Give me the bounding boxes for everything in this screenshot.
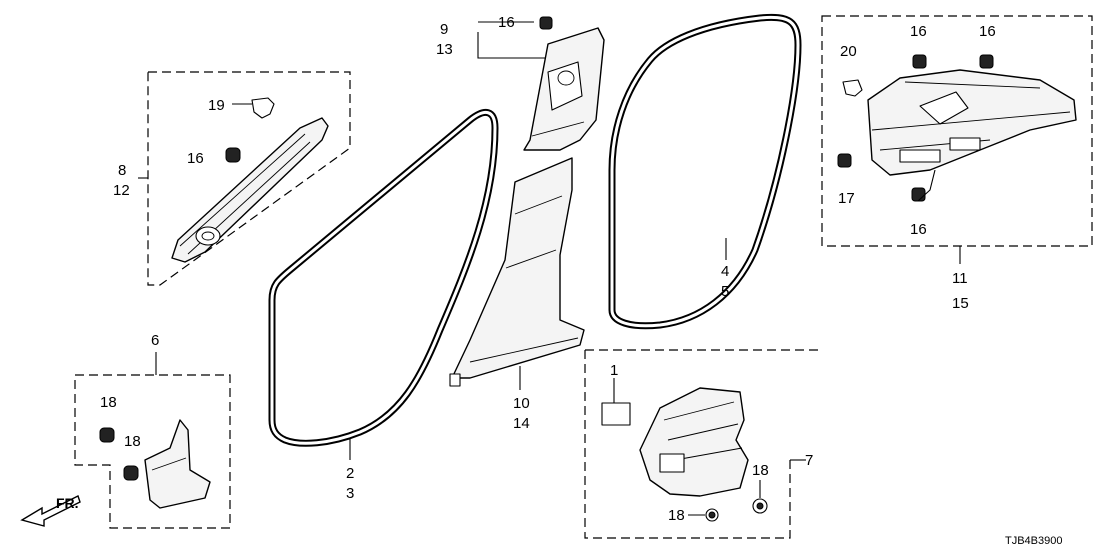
callout-4: 4 — [721, 263, 729, 280]
group-box-6 — [74, 352, 231, 529]
callout-14: 14 — [513, 415, 530, 432]
diagram-code: TJB4B3900 — [1005, 535, 1062, 547]
callout-10: 10 — [513, 395, 530, 412]
front-direction-arrow-icon — [20, 495, 81, 527]
callout-18-kick-top: 18 — [100, 394, 117, 411]
b-pillar-upper — [477, 16, 605, 151]
a-pillar-garnish — [171, 117, 329, 263]
front-kick-panel — [99, 419, 211, 509]
front-direction-label: FR. — [56, 495, 79, 511]
callout-11: 11 — [952, 270, 968, 287]
group-box-11-15 — [821, 15, 1093, 264]
b-pillar-lower — [449, 157, 585, 390]
callout-16-rear-left: 16 — [910, 23, 927, 40]
front-door-seal — [268, 109, 499, 460]
rear-sill-garnish — [601, 378, 768, 522]
group-box-8-12 — [138, 71, 351, 286]
callout-6: 6 — [151, 332, 159, 349]
clip-20 — [842, 79, 863, 97]
callout-18-sill-bottom: 18 — [668, 507, 685, 524]
clip-16-pillar — [225, 147, 241, 163]
callout-17: 17 — [838, 190, 855, 207]
clips-16-rear — [911, 54, 994, 202]
group-box-7 — [584, 349, 820, 539]
callout-7: 7 — [805, 452, 813, 469]
callout-8: 8 — [118, 162, 126, 179]
callout-16-pillar: 16 — [187, 150, 204, 167]
callout-16-rear-bottom: 16 — [910, 221, 927, 238]
callout-2: 2 — [346, 465, 354, 482]
callout-18-sill-right: 18 — [752, 462, 769, 479]
callout-16-top: 16 — [498, 14, 515, 31]
rear-pillar-garnish — [867, 69, 1077, 176]
callout-13: 13 — [436, 41, 453, 58]
callout-15: 15 — [952, 295, 969, 312]
callout-9: 9 — [440, 21, 448, 38]
callout-16-rear-right: 16 — [979, 23, 996, 40]
callout-18-kick-mid: 18 — [124, 433, 141, 450]
callout-20: 20 — [840, 43, 857, 60]
callout-3: 3 — [346, 485, 354, 502]
clip-17 — [837, 153, 852, 168]
callout-19: 19 — [208, 97, 225, 114]
rear-door-seal — [608, 13, 802, 330]
clip-19 — [232, 97, 275, 119]
callout-5: 5 — [721, 283, 729, 300]
callout-12: 12 — [113, 182, 130, 199]
callout-1: 1 — [610, 362, 618, 379]
